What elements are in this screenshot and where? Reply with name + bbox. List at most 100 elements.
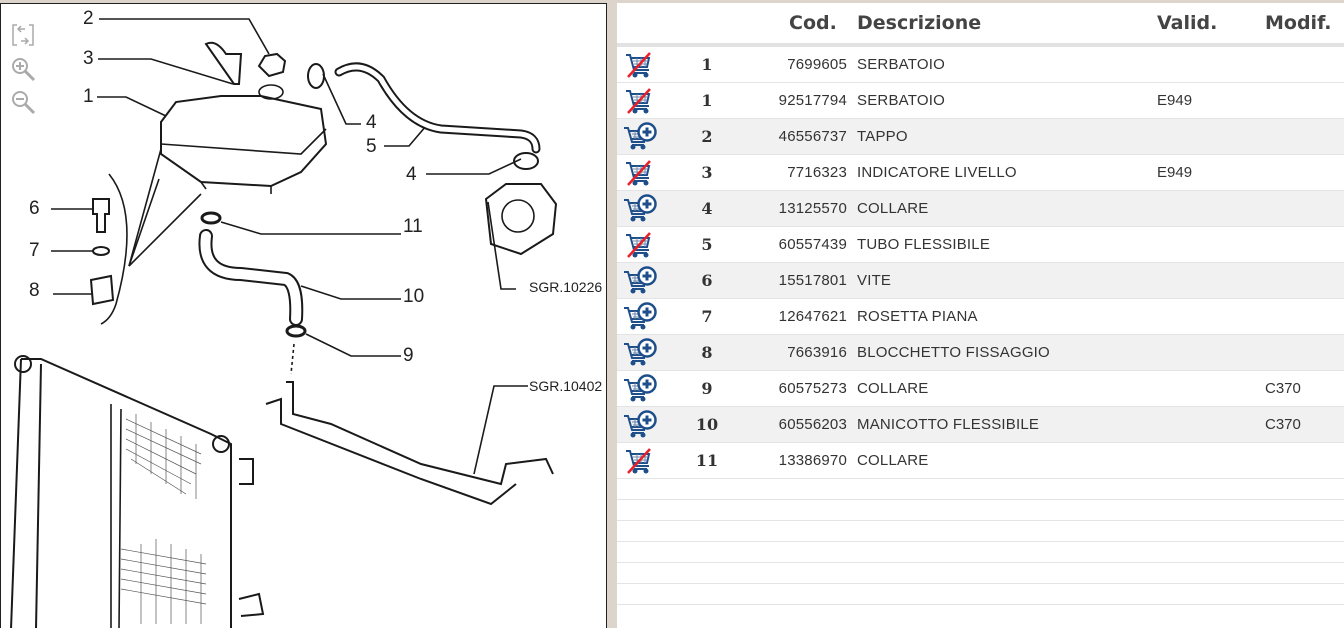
add-to-cart-button[interactable] — [617, 298, 677, 335]
add-to-cart-icon[interactable] — [623, 337, 657, 368]
cod-cell: 13386970 — [737, 442, 857, 479]
cod-cell: 46556737 — [737, 118, 857, 155]
cart-unavailable-icon[interactable] — [623, 158, 657, 188]
valid-cell — [1157, 190, 1265, 227]
add-to-cart-button[interactable] — [617, 190, 677, 227]
empty-cell — [677, 499, 737, 521]
cart-unavailable-icon[interactable] — [623, 446, 657, 476]
empty-cell — [677, 520, 737, 542]
leader-line — [220, 221, 401, 235]
valid-cell — [1157, 406, 1265, 443]
modif-cell: C370 — [1265, 370, 1344, 407]
clamp-9 — [285, 324, 307, 338]
cart-unavailable-button[interactable] — [617, 226, 677, 263]
cart-unavailable-icon[interactable] — [623, 86, 657, 116]
modif-cell — [1265, 190, 1344, 227]
add-to-cart-icon[interactable] — [623, 301, 657, 332]
add-to-cart-icon[interactable] — [623, 265, 657, 296]
coolant-pipe — [286, 381, 554, 486]
add-to-cart-icon[interactable] — [623, 193, 657, 224]
add-to-cart-icon[interactable] — [623, 121, 657, 152]
empty-row — [617, 499, 1344, 521]
zoom-out-icon — [12, 91, 36, 115]
empty-cell — [1265, 541, 1344, 563]
valid-cell — [1157, 118, 1265, 155]
add-to-cart-button[interactable] — [617, 262, 677, 299]
zoom-in-button[interactable] — [9, 55, 37, 83]
modif-cell: C370 — [1265, 406, 1344, 443]
add-to-cart-icon[interactable] — [623, 409, 657, 440]
empty-cell — [1265, 499, 1344, 521]
description-cell: SERBATOIO — [857, 82, 1157, 119]
add-to-cart-button[interactable] — [617, 118, 677, 155]
cart-unavailable-button[interactable] — [617, 82, 677, 119]
add-to-cart-icon[interactable] — [623, 373, 657, 404]
zoom-out-button[interactable] — [9, 88, 37, 116]
reservoir-tank — [160, 95, 328, 188]
leader-line — [473, 385, 528, 475]
description-cell: BLOCCHETTO FISSAGGIO — [857, 334, 1157, 371]
cod-cell: 60575273 — [737, 370, 857, 407]
empty-cell — [737, 541, 857, 563]
cart-unavailable-icon[interactable] — [623, 230, 657, 260]
description-cell: TAPPO — [857, 118, 1157, 155]
exploded-parts-diagram[interactable]: 2 3 1 4 5 4 6 11 7 8 10 9 SGR.10226 SGR.… — [1, 4, 607, 628]
pos-cell: 4 — [677, 190, 737, 227]
pos-cell: 8 — [677, 334, 737, 371]
cart-unavailable-icon[interactable] — [623, 50, 657, 80]
diagram-pane[interactable]: 2 3 1 4 5 4 6 11 7 8 10 9 SGR.10226 SGR.… — [0, 3, 607, 628]
description-cell: TUBO FLESSIBILE — [857, 226, 1157, 263]
leader-line — [384, 125, 427, 147]
empty-cell — [737, 562, 857, 584]
callout-label: 1 — [83, 86, 94, 107]
valid-cell: E949 — [1157, 154, 1265, 191]
cart-unavailable-button[interactable] — [617, 442, 677, 479]
modif-cell — [1265, 82, 1344, 119]
empty-cell — [617, 541, 677, 563]
empty-cell — [677, 541, 737, 563]
valid-cell: E949 — [1157, 82, 1265, 119]
cart-unavailable-button[interactable] — [617, 154, 677, 191]
header-valid[interactable]: Valid. — [1157, 3, 1265, 47]
bracket-line — [100, 173, 128, 325]
header-cod[interactable]: Cod. — [737, 3, 857, 47]
empty-cell — [857, 562, 1157, 584]
cod-cell: 13125570 — [737, 190, 857, 227]
valid-cell — [1157, 226, 1265, 263]
header-descrizione[interactable]: Descrizione — [857, 3, 1157, 47]
add-to-cart-button[interactable] — [617, 334, 677, 371]
fit-screen-button[interactable] — [9, 21, 37, 49]
leader-line — [426, 158, 522, 175]
empty-cell — [737, 583, 857, 605]
empty-cell — [1157, 583, 1265, 605]
description-cell: COLLARE — [857, 442, 1157, 479]
header-modif[interactable]: Modif. — [1265, 3, 1344, 47]
empty-cell — [1265, 478, 1344, 500]
modif-cell — [1265, 262, 1344, 299]
cart-unavailable-button[interactable] — [617, 45, 677, 83]
empty-row — [617, 478, 1344, 500]
reference-label: SGR.10226 — [529, 279, 602, 295]
empty-cell — [617, 478, 677, 500]
empty-cell — [1157, 520, 1265, 542]
cod-cell: 60557439 — [737, 226, 857, 263]
add-to-cart-button[interactable] — [617, 370, 677, 407]
add-to-cart-button[interactable] — [617, 406, 677, 443]
empty-cell — [857, 478, 1157, 500]
modif-cell — [1265, 298, 1344, 335]
callout-label: 5 — [366, 136, 377, 157]
header-icon — [617, 3, 677, 47]
empty-cell — [617, 583, 677, 605]
